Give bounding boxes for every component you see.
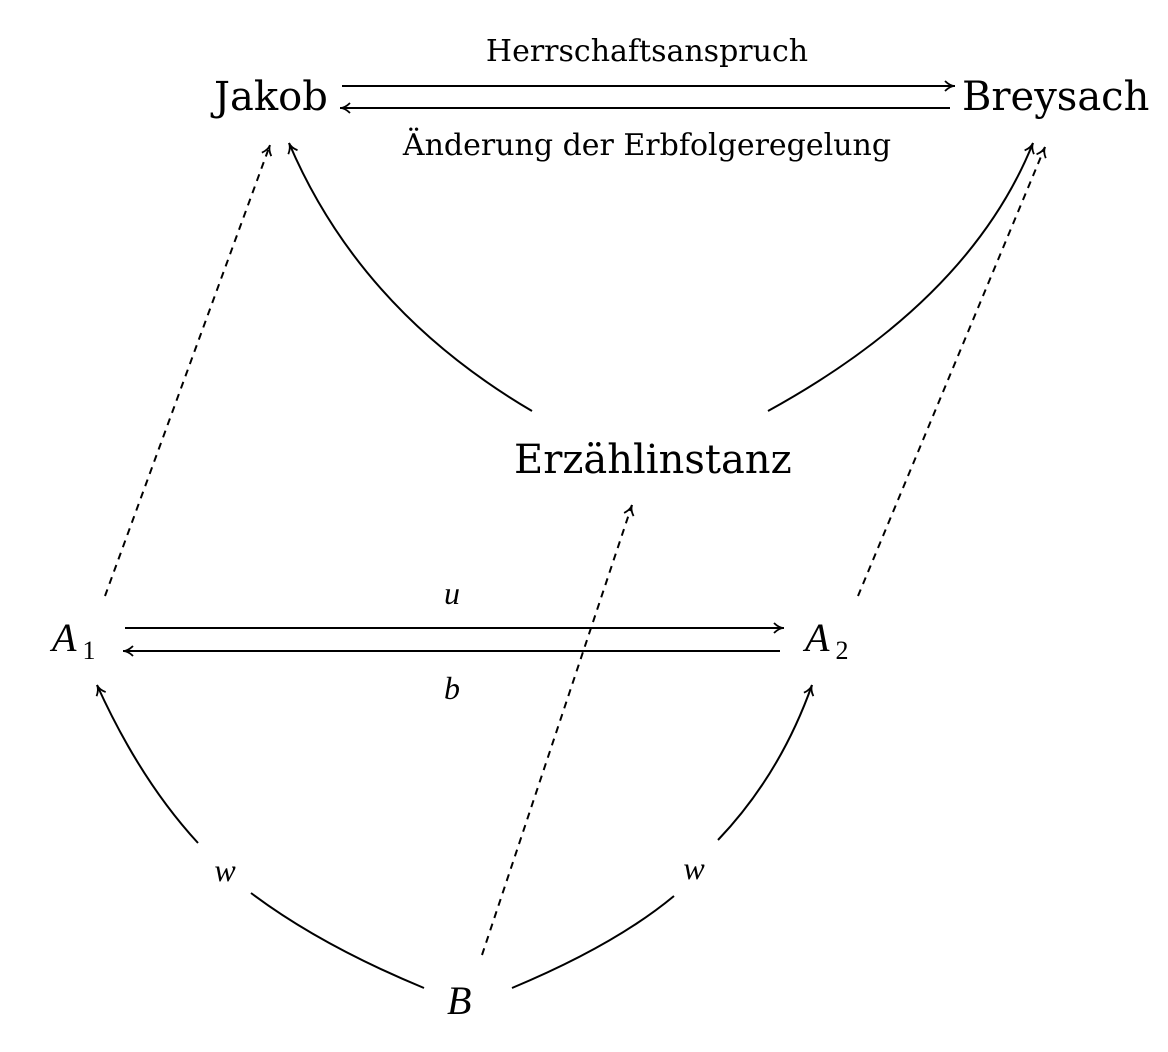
- node-breysach: Breysach: [962, 74, 1149, 120]
- label-b: b: [444, 670, 460, 706]
- label-u: u: [444, 575, 460, 611]
- node-a2-subscript: 2: [835, 636, 848, 665]
- edge-b-to-a1-upper: [95, 684, 199, 844]
- node-a2-base: A: [802, 615, 830, 660]
- node-erzaehlinstanz: Erzählinstanz: [514, 437, 792, 483]
- edge-erzaehlinstanz-to-jakob: [287, 142, 533, 412]
- edge-erzaehlinstanz-to-breysach: [767, 142, 1035, 412]
- node-b: B: [447, 978, 471, 1023]
- node-a2: A 2: [802, 615, 848, 665]
- label-w-left: w: [214, 852, 236, 888]
- node-a1-base: A: [49, 615, 77, 660]
- label-aenderung-der-erbfolgeregelung: Änderung der Erbfolgeregelung: [402, 127, 891, 163]
- node-jakob: Jakob: [210, 74, 328, 120]
- label-w-right: w: [683, 850, 705, 886]
- node-a1-subscript: 1: [82, 636, 95, 665]
- edge-b-to-erzaehlinstanz-dashed: [481, 504, 635, 956]
- edge-b-to-a2-upper: [717, 684, 815, 841]
- edge-b-to-a2-lower: [511, 895, 675, 989]
- node-a1: A 1: [49, 615, 95, 665]
- edge-a1-to-jakob-dashed: [104, 144, 273, 597]
- edge-a2-to-breysach-dashed: [857, 146, 1047, 597]
- label-herrschaftsanspruch: Herrschaftsanspruch: [486, 34, 808, 69]
- edge-b-to-a1-lower: [250, 892, 425, 989]
